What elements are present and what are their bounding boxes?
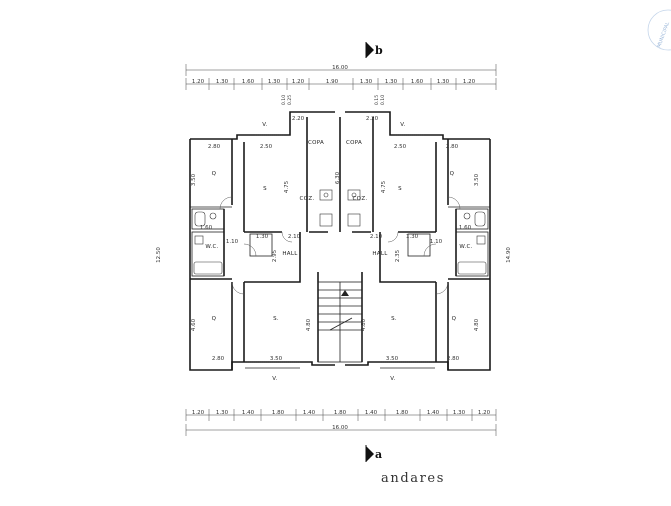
left-room-labels: COPA Q S COZ. W.C. HALL Q S. V. V. [205,122,324,382]
section-label-b: b [375,44,383,57]
municipal-stamp: MUNICIPAL [647,9,671,51]
dim-1-60-right: 1.60 [459,225,472,231]
room-coz-right: COZ. [353,196,368,202]
right-wing [345,111,491,371]
drawing-title: andares [381,471,445,486]
room-copa-right: COPA [346,140,362,146]
room-sala-right-top: S [398,186,402,192]
top-dim-8: 1.30 [385,79,398,85]
top-dim-9: 1.60 [411,79,424,85]
top-dim-6: 1.90 [326,79,339,85]
bottom-dimension-chain: 1.20 1.30 1.40 1.80 1.40 1.80 1.40 1.80 … [185,409,497,421]
dim-3-50-bl: 3.50 [270,356,283,362]
dim-1-10-left: 1.10 [226,239,239,245]
dim-2-80-tl: 2.80 [208,144,221,150]
dim-2-20-left: 2.20 [292,116,305,122]
dim-1-60-left: 1.60 [200,225,213,231]
room-varanda-right-bottom: V. [390,376,395,382]
dim-2-50-tl: 2.50 [260,144,273,150]
top-center-small-dims: 0.10 0.25 0.15 0.10 [281,95,386,105]
overall-width-bottom: 16.00 [332,425,348,431]
room-sala-right-bottom: S. [391,316,397,322]
overall-height-left: 12.50 [156,247,162,263]
dim-4-60: 4.60 [191,318,197,331]
bottom-dim-2: 1.30 [216,410,229,416]
top-overall-dimension: 16.00 [185,64,497,76]
dim-3-50-left: 3.50 [191,173,197,186]
dim-0-25-left: 0.25 [287,95,293,105]
dim-2-35: 2.35 [395,249,401,262]
side-overall-dims: 12.50 14.90 [156,247,512,263]
room-copa-left: COPA [308,140,324,146]
dim-2-10-left: 2.10 [288,234,301,240]
left-wing [189,111,335,371]
dim-4-75-right: 4.75 [381,180,387,193]
bottom-dim-9: 1.40 [427,410,440,416]
section-mark-bottom: a [365,445,382,462]
bottom-dim-3: 1.40 [242,410,255,416]
dim-2-20-right: 2.20 [366,116,379,122]
bottom-dim-5: 1.40 [303,410,316,416]
dim-4-80-a: 4.80 [306,318,312,331]
dim-4-80-b: 4.80 [361,318,367,331]
stamp-text: MUNICIPAL [656,21,671,49]
room-coz-left: COZ. [300,196,315,202]
bottom-dim-7: 1.40 [365,410,378,416]
bottom-dim-1: 1.20 [192,410,205,416]
dim-2-80-bl: 2.80 [212,356,225,362]
section-mark-top: b [365,42,383,58]
dim-3-50-right: 3.50 [474,173,480,186]
room-quarto-right-bottom: Q [452,316,457,322]
dim-0-15-right: 0.15 [374,95,380,105]
dim-3-50-br: 3.50 [386,356,399,362]
dim-4-80-c: 4.80 [474,318,480,331]
top-dim-1: 1.20 [192,79,205,85]
interior-dimensions: 2.80 2.50 2.20 2.20 2.50 2.80 3.50 3.50 … [191,116,480,362]
dim-0-10-right: 0.10 [380,95,386,105]
bottom-dim-6: 1.80 [334,410,347,416]
room-varanda-right-top: V. [400,122,405,128]
top-dim-5: 1.20 [292,79,305,85]
dim-2-80-br: 2.80 [447,356,460,362]
bottom-overall-dimension: 16.00 [185,424,497,436]
dim-6-30-center: 6.30 [335,171,341,184]
overall-height-right: 14.90 [506,247,512,263]
dim-1-10-right: 1.10 [430,239,443,245]
room-wc-right: W.C. [459,244,472,250]
bottom-dim-11: 1.20 [478,410,491,416]
top-dim-3: 1.60 [242,79,255,85]
room-varanda-left-top: V. [262,122,267,128]
top-dim-2: 1.30 [216,79,229,85]
top-dimension-chain: 1.20 1.30 1.60 1.30 1.20 1.90 1.30 1.30 … [185,78,497,90]
dim-0-10-left: 0.10 [281,95,287,105]
dim-1-30-right: 1.30 [406,234,419,240]
room-wc-left: W.C. [205,244,218,250]
stair-core [317,117,363,363]
room-sala-left-bottom: S. [273,316,279,322]
room-hall-left: HALL [282,251,298,257]
bottom-dim-4: 1.80 [272,410,285,416]
room-hall-right: HALL [372,251,388,257]
top-dim-4: 1.30 [268,79,281,85]
bottom-dim-10: 1.30 [453,410,466,416]
dim-1-30-left: 1.30 [256,234,269,240]
dim-4-75-left: 4.75 [284,180,290,193]
room-sala-left-top: S [263,186,267,192]
top-dim-11: 1.20 [463,79,476,85]
top-dim-10: 1.30 [437,79,450,85]
dim-2-10-right: 2.10 [370,234,383,240]
dim-2-95: 2.95 [272,249,278,262]
room-quarto-left-bottom: Q [212,316,217,322]
overall-width-top: 16.00 [332,65,348,71]
right-room-labels: COPA Q S COZ. W.C. HALL Q S. V. V. [346,122,472,382]
section-label-a: a [375,448,382,461]
dim-2-50-tr: 2.50 [394,144,407,150]
room-quarto-left-top: Q [212,171,217,177]
bottom-dim-8: 1.80 [396,410,409,416]
top-dim-7: 1.30 [360,79,373,85]
room-varanda-left-bottom: V. [272,376,277,382]
room-quarto-right-top: Q [450,171,455,177]
dim-2-80-tr: 2.80 [446,144,459,150]
